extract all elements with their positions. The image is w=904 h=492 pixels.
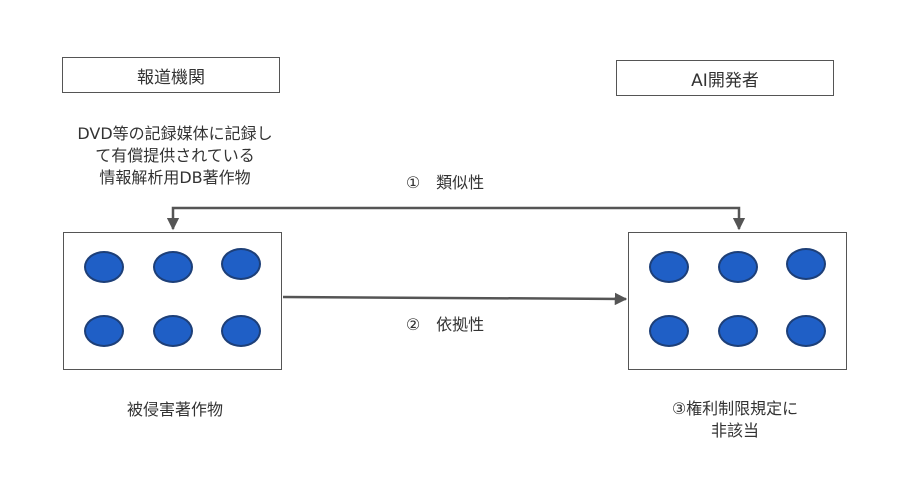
data-dot	[718, 251, 758, 283]
press-organization-box: 報道機関	[62, 57, 280, 93]
data-dot	[786, 248, 826, 280]
data-dot	[153, 315, 193, 347]
reliance-label: ② 依拠性	[405, 315, 485, 334]
data-dot	[221, 315, 261, 347]
data-dot	[786, 315, 826, 347]
press-organization-label: 報道機関	[137, 67, 205, 88]
infringed-work-box	[63, 232, 282, 370]
similarity-label: ① 類似性	[405, 173, 485, 192]
data-dot	[649, 251, 689, 283]
description-line-3: 情報解析用DB著作物	[99, 168, 251, 187]
ai-developer-label: AI開発者	[691, 70, 759, 91]
data-dot	[84, 315, 124, 347]
infringed-work-caption: 被侵害著作物	[126, 400, 223, 419]
data-dot	[649, 315, 689, 347]
similarity-arrow	[166, 206, 746, 231]
description-line-2: て有償提供されている	[95, 146, 255, 165]
data-dot	[153, 251, 193, 283]
data-dot	[221, 248, 261, 280]
exception-caption-line-2: 非該当	[710, 421, 759, 440]
exception-caption-line-1: ③権利制限規定に	[671, 399, 799, 418]
description-line-1: DVD等の記録媒体に記録し	[77, 124, 273, 143]
ai-developer-box: AI開発者	[616, 60, 834, 96]
data-dot	[718, 315, 758, 347]
exception-caption: ③権利制限規定に 非該当	[630, 398, 840, 442]
data-dot	[84, 251, 124, 283]
reliance-arrow	[282, 292, 628, 306]
work-description: DVD等の記録媒体に記録し て有償提供されている 情報解析用DB著作物	[50, 123, 300, 189]
ai-developer-work-box	[628, 232, 847, 370]
